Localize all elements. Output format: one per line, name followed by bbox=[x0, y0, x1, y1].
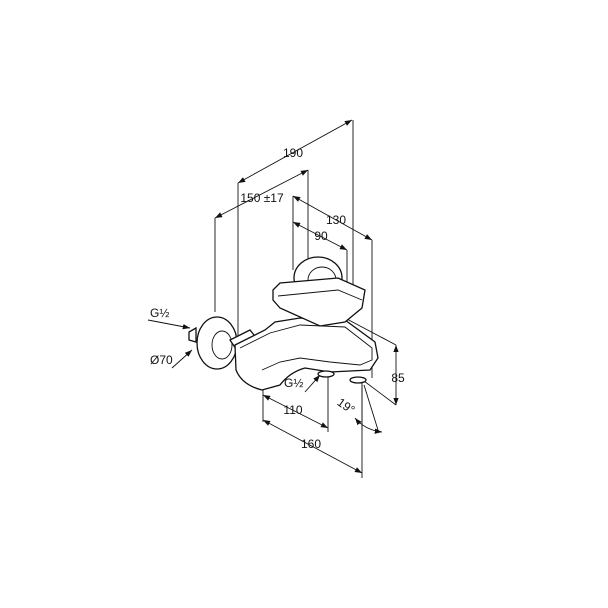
dim-110: 110 bbox=[283, 403, 302, 417]
dim-angle: 19° bbox=[335, 395, 358, 417]
label-flange-diameter: Ø70 bbox=[150, 353, 173, 367]
dim-160: 160 bbox=[301, 437, 321, 451]
dim-85: 85 bbox=[391, 371, 405, 385]
dim-90: 90 bbox=[314, 229, 328, 243]
faucet-body bbox=[188, 256, 379, 391]
label-thread-outlet: G½ bbox=[284, 376, 303, 390]
dim-130: 130 bbox=[326, 213, 346, 227]
spout bbox=[234, 317, 379, 391]
lever-handle bbox=[272, 277, 366, 327]
dim-190: 190 bbox=[283, 146, 303, 160]
label-thread-wall: G½ bbox=[150, 306, 169, 320]
dimension-lines bbox=[147, 119, 399, 474]
dim-150: 150 ±17 bbox=[240, 191, 284, 205]
wall-flange bbox=[196, 316, 238, 370]
